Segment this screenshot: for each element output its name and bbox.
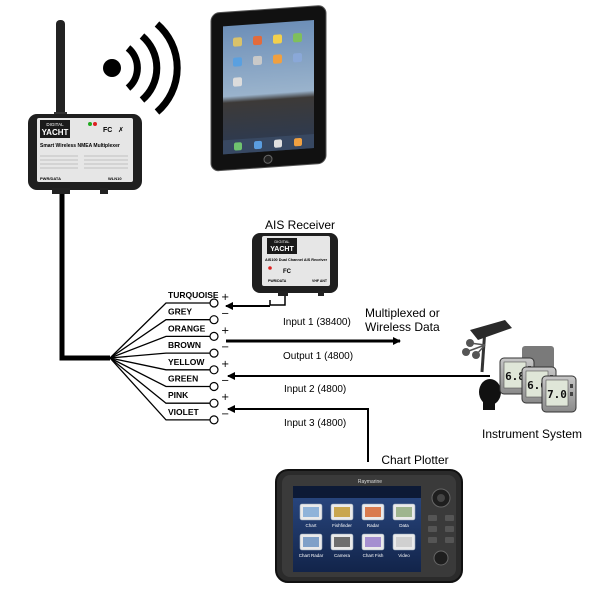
ais-receiver-device: DIGITAL YACHT AIS100 Dual Channel AIS Re…	[252, 233, 338, 296]
wire-label: GREY	[168, 307, 192, 317]
input1-label: Input 1 (38400)	[283, 317, 351, 328]
plotter-brand: Raymarine	[358, 479, 382, 485]
polarity-sign: +	[221, 359, 229, 370]
terminal-screw-icon[interactable]	[209, 398, 219, 408]
device-title: Smart Wireless NMEA Multiplexer	[40, 143, 120, 149]
terminal-screw-icon[interactable]	[209, 381, 219, 392]
wire-yellow: YELLOW +	[109, 357, 229, 375]
wire-label: VIOLET	[168, 407, 200, 417]
instrument-readout: 7.0	[547, 388, 567, 401]
plotter-tile-label: Video	[398, 553, 410, 558]
wire-label: YELLOW	[168, 357, 205, 367]
ais-brand-logo: YACHT	[270, 246, 294, 253]
wire-label: ORANGE	[168, 323, 206, 333]
wire-harness: TURQUOISE+GREY−ORANGE+BROWN−YELLOW+GREEN…	[109, 290, 229, 425]
wire-grey: GREY −	[109, 307, 229, 359]
plotter-app-tile[interactable]: Data	[392, 503, 416, 528]
polarity-sign: −	[221, 309, 229, 320]
wireless-data-label-line1: Multiplexed or	[365, 306, 440, 320]
wire-green: GREEN −	[109, 357, 229, 392]
output1-label: Output 1 (4800)	[283, 351, 353, 362]
input3-label: Input 3 (4800)	[284, 418, 346, 429]
instrument-system-label: Instrument System	[482, 427, 582, 441]
ais-port-right: VHF ANT	[312, 279, 328, 283]
ais-port-left: PWR/DATA	[268, 279, 287, 283]
wireless-data-label-line2: Wireless Data	[365, 320, 440, 334]
wire-label: BROWN	[168, 340, 201, 350]
plotter-app-tile[interactable]: Chart	[299, 503, 323, 528]
instrument-readout: 6.8	[505, 370, 525, 383]
polarity-sign: −	[221, 409, 229, 420]
wifi-antenna	[56, 20, 65, 120]
wire-label: GREEN	[168, 374, 198, 384]
polarity-sign: +	[221, 392, 229, 403]
weee-icon: ✗	[118, 126, 124, 134]
terminal-screw-icon[interactable]	[209, 415, 219, 425]
wireless-multiplexer: DIGITAL YACHT FC ✗ Smart Wireless NMEA M…	[28, 114, 142, 194]
polarity-sign: +	[221, 325, 229, 336]
plotter-screen	[293, 486, 421, 572]
plotter-app-tile[interactable]: Chart Radar	[299, 533, 324, 558]
plotter-app-tile[interactable]: Chart Fish	[361, 533, 385, 558]
port-label-left: PWR/DATA	[40, 176, 61, 181]
brand-top: DIGITAL	[46, 122, 64, 127]
wifi-signal-icon	[103, 21, 181, 115]
terminal-screw-icon[interactable]	[209, 315, 219, 325]
chart-plotter-label: Chart Plotter	[381, 453, 448, 467]
port-label-right: WLN10	[108, 176, 122, 181]
terminal-screw-icon[interactable]	[209, 365, 219, 375]
multiplexer-cable	[59, 188, 110, 361]
ais-receiver-label: AIS Receiver	[265, 218, 335, 232]
ipad-tablet	[210, 5, 327, 172]
ais-brand-top: DIGITAL	[274, 239, 290, 244]
wire-brown: BROWN −	[109, 340, 229, 359]
ais-device-title: AIS100 Dual Channel AIS Receiver	[265, 258, 328, 262]
wire-orange: ORANGE +	[109, 323, 229, 359]
plotter-tile-label: Fishfinder	[332, 523, 352, 528]
plotter-tile-label: Chart	[305, 523, 317, 528]
plotter-tile-label: Camera	[334, 553, 351, 558]
terminal-screw-icon[interactable]	[209, 348, 219, 358]
wire-label: PINK	[168, 390, 189, 400]
wire-pink: PINK +	[109, 357, 229, 408]
chart-plotter-device: Raymarine Chart Fishfinder Radar DataChart …	[275, 469, 463, 583]
speed-transducer-icon	[479, 379, 501, 410]
wind-transducer-icon	[462, 320, 512, 373]
polarity-sign: +	[221, 292, 229, 303]
instrument-display: 7.0	[541, 375, 577, 413]
terminal-screw-icon[interactable]	[209, 331, 219, 341]
wire-label: TURQUOISE	[168, 290, 219, 300]
plotter-tile-label: Data	[399, 523, 409, 528]
terminal-screw-icon[interactable]	[209, 298, 219, 308]
input2-label: Input 2 (4800)	[284, 384, 346, 395]
fcc-logo: FC	[103, 127, 112, 134]
plotter-app-tile[interactable]: Video	[392, 533, 416, 558]
plotter-tile-label: Radar	[367, 523, 380, 528]
plotter-app-tile[interactable]: Camera	[330, 533, 354, 558]
plotter-app-tile[interactable]: Fishfinder	[330, 503, 354, 528]
plotter-tile-label: Chart Fish	[363, 553, 384, 558]
plotter-tile-label: Chart Radar	[299, 553, 324, 558]
plotter-app-tile[interactable]: Radar	[361, 503, 385, 528]
instrument-system: 6.86.67.0	[462, 320, 577, 413]
wire-turquoise: TURQUOISE+	[109, 290, 229, 359]
polarity-sign: −	[221, 376, 229, 387]
polarity-sign: −	[221, 342, 229, 353]
wire-violet: VIOLET −	[109, 357, 229, 425]
ais-fcc-logo: FC	[283, 269, 292, 275]
brand-logo: YACHT	[42, 128, 69, 137]
